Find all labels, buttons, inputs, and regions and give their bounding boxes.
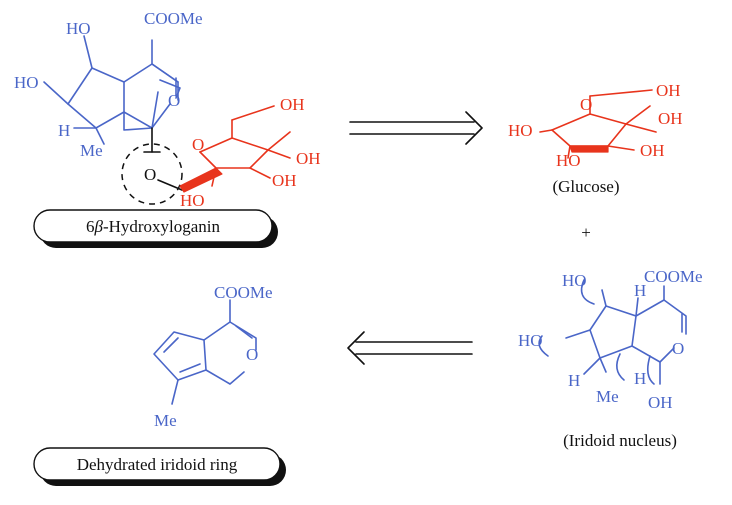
retro-arrow-left xyxy=(347,331,473,365)
hydroxyloganin-oh-bond-top xyxy=(83,35,93,69)
glucose-ho-bond-bottom xyxy=(567,145,571,159)
hydroxyloganin-glc-oh1-label: OH xyxy=(280,95,305,114)
iridoid-cyclopentane xyxy=(589,305,637,359)
hydroxyloganin-name-label: 6β-Hydroxyloganin xyxy=(86,217,221,236)
glucose-oh1-label: OH xyxy=(656,81,681,100)
glucose-ho-bottom-label: HO xyxy=(556,151,581,170)
hydroxyloganin-glc-oh2-label: OH xyxy=(296,149,321,168)
iridoid-oh-bottom-label: OH xyxy=(648,393,673,412)
iridoid-nucleus-structure: COOMe HO HO H H H Me OH O (Iridoid nucle… xyxy=(518,267,703,450)
glc-ch2oh-oh-bond xyxy=(231,105,275,121)
hydroxyloganin-glc-ring-o-label: O xyxy=(192,135,204,154)
hydroxyloganin-ho-top-label: HO xyxy=(66,19,91,38)
hydroxyloganin-me-label: Me xyxy=(80,141,103,160)
dehydrated-ring-structure: COOMe O Me xyxy=(153,283,273,430)
dehydrated-name-label: Dehydrated iridoid ring xyxy=(77,455,238,474)
hydroxyloganin-pyran-bonds xyxy=(123,39,179,131)
iridoid-curved-arrow-4 xyxy=(646,355,655,385)
dehydrated-box-face xyxy=(33,447,281,481)
iridoid-curved-arrow-2 xyxy=(538,335,549,357)
glucose-oh-bond-2 xyxy=(625,123,657,133)
dehydrated-pyran-bonds xyxy=(203,321,257,385)
iridoid-ring-o-label: O xyxy=(672,339,684,358)
glc-chair-wedge xyxy=(179,167,223,193)
glucose-ch2oh-oh-bond xyxy=(589,89,653,97)
dehydrated-me-label: Me xyxy=(154,411,177,430)
dehydrated-five-ring xyxy=(153,331,207,381)
iridoid-me-label: Me xyxy=(596,387,619,406)
glc-ho-bond xyxy=(211,167,217,187)
hydroxyloganin-ho-left-label: HO xyxy=(14,73,39,92)
hydroxyloganin-cyclopentane xyxy=(67,67,125,129)
hydroxyloganin-ring-o-label: O xyxy=(168,91,180,110)
hydroxyloganin-structure: COOMe HO HO H Me O O O OH OH OH HO xyxy=(14,9,321,210)
hydroxyloganin-glc-oh3-label: OH xyxy=(272,171,297,190)
glucose-chair-wedge xyxy=(569,145,609,153)
dehydrated-name-box: Dehydrated iridoid ring xyxy=(33,447,286,486)
iridoid-ho-left-label: HO xyxy=(518,331,543,350)
iridoid-coome-label: COOMe xyxy=(644,267,703,286)
glucose-oh2-label: OH xyxy=(658,109,683,128)
glucose-structure: O OH OH OH HO HO (Glucose) xyxy=(508,81,683,196)
glucose-oh3-label: OH xyxy=(640,141,665,160)
hydroxyloganin-glucose-chair xyxy=(179,105,291,193)
glycosidic-oxygen-highlight-circle xyxy=(121,143,183,205)
hydroxyloganin-o-to-sugar-bond xyxy=(157,179,183,191)
glc-oh-bond-3 xyxy=(249,167,271,179)
dehydrated-pyran-double-bond xyxy=(235,325,253,339)
glucose-oh-bond-3 xyxy=(607,145,635,151)
dehydrated-me-bond xyxy=(171,379,179,405)
glc-chair-back xyxy=(199,131,291,153)
iridoid-h-top-label: H xyxy=(634,281,646,300)
hydroxyloganin-link-o-label: O xyxy=(144,165,156,184)
glucose-ho-bond-left xyxy=(539,129,553,133)
iridoid-h-left-label: H xyxy=(568,371,580,390)
dehydrated-coome-label: COOMe xyxy=(214,283,273,302)
glucose-chair-front xyxy=(551,123,627,147)
glc-oh-bond-2 xyxy=(267,149,291,159)
iridoid-h-bond-top xyxy=(635,297,639,317)
retro-arrow-right xyxy=(349,111,483,145)
hydroxyloganin-name-box: 6β-Hydroxyloganin xyxy=(33,209,278,248)
dehydrated-five-double-bond-1 xyxy=(163,337,179,353)
glucose-ring-o-label: O xyxy=(580,95,592,114)
glucose-ho-left-label: HO xyxy=(508,121,533,140)
glucose-chair-back xyxy=(551,105,651,131)
glc-chair-front xyxy=(199,149,269,169)
hydroxyloganin-coome-label: COOMe xyxy=(144,9,203,28)
iridoid-caption: (Iridoid nucleus) xyxy=(563,431,677,450)
iridoid-oh-bond-left xyxy=(565,329,591,339)
plus-sign: + xyxy=(581,223,591,242)
iridoid-curved-arrow-1 xyxy=(580,279,595,305)
hydroxyloganin-me-bond xyxy=(95,127,105,145)
iridoid-curved-arrow-3 xyxy=(616,353,625,381)
glucose-caption: (Glucose) xyxy=(552,177,619,196)
iridoid-me-bond xyxy=(599,357,607,373)
iridoid-ho-top-label: HO xyxy=(562,271,587,290)
hydroxyloganin-oh-bond-left xyxy=(43,81,69,105)
hydroxyloganin-box-face xyxy=(33,209,273,243)
iridoid-oh-bond-top xyxy=(601,289,607,307)
hydroxyloganin-h-label: H xyxy=(58,121,70,140)
iridoid-h-bond-left xyxy=(583,357,601,375)
hydroxyloganin-glc-ho-label: HO xyxy=(180,191,205,210)
dehydrated-ring-o-label: O xyxy=(246,345,258,364)
iridoid-h-mid-label: H xyxy=(634,369,646,388)
dehydrated-five-double-bond-2 xyxy=(179,363,201,373)
